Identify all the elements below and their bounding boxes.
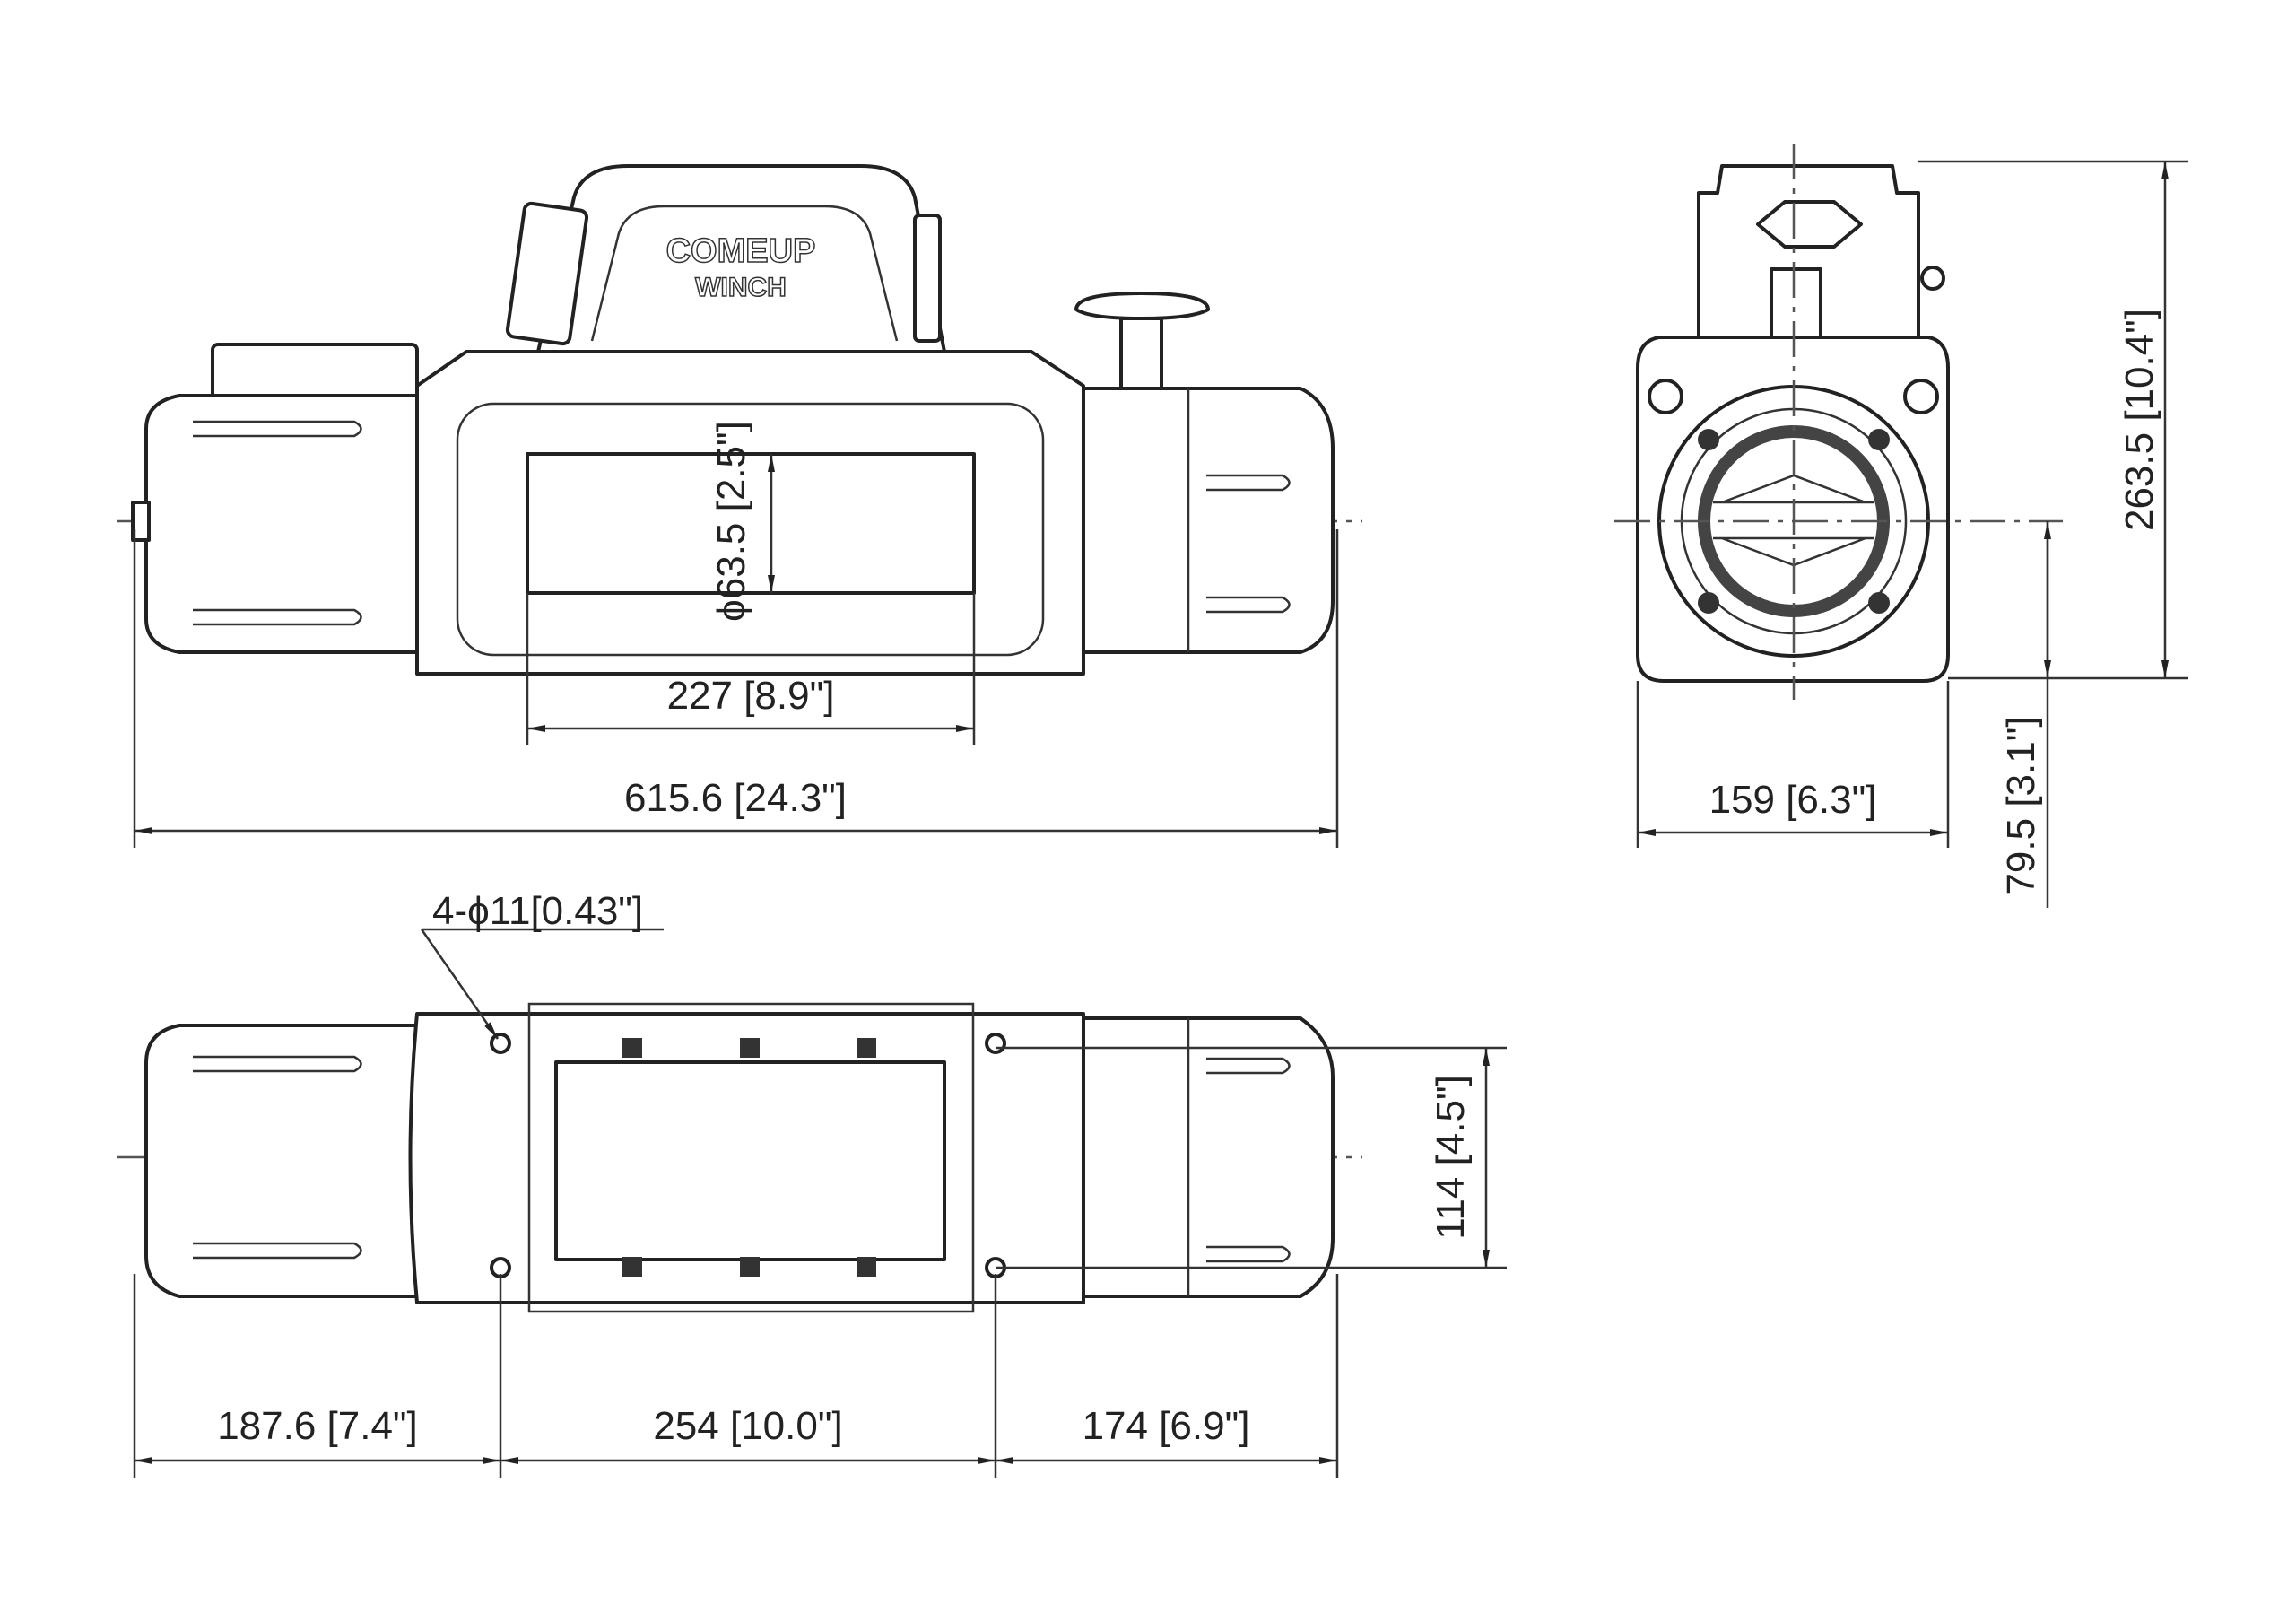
clutch-stem [1119, 317, 1163, 390]
control-plug [505, 201, 589, 346]
side-view: COMEUP WINCH ϕ63.5 [2.5"] 227 [8.9"] 615… [117, 164, 1362, 848]
motor [144, 394, 419, 654]
clutch-end [1770, 267, 1822, 343]
end-logo-badge [1756, 200, 1863, 249]
clutch-handle [1074, 292, 1210, 320]
gearbox-bottom [1082, 1016, 1335, 1298]
overall-length-label: 615.6 [24.3"] [624, 776, 847, 820]
mount-width-label: 114 [4.5"] [1429, 1075, 1473, 1240]
center-height-label: 79.5 [3.1"] [1999, 716, 2043, 894]
mount-spacing-label: 254 [10.0"] [653, 1404, 842, 1448]
motor-terminal [131, 501, 151, 542]
control-box [536, 164, 946, 353]
motor-bottom [144, 1024, 419, 1298]
logo-text: COMEUP [666, 232, 816, 270]
cable-drum [526, 452, 976, 595]
right-offset-label: 174 [6.9"] [1083, 1404, 1250, 1448]
drum-diameter-label: ϕ63.5 [2.5"] [709, 421, 753, 622]
drum-bottom [554, 1060, 946, 1261]
mount-holes-label: 4-ϕ11[0.43"] [432, 889, 643, 933]
width-label: 159 [6.3"] [1709, 778, 1877, 822]
end-view: 263.5 [10.4"] 79.5 [3.1"] 159 [6.3"] [1614, 144, 2188, 908]
control-switch [913, 214, 942, 343]
gearbox [1082, 387, 1335, 654]
drum-length-label: 227 [8.9"] [667, 674, 835, 718]
height-label: 263.5 [10.4"] [2118, 309, 2161, 531]
bottom-view: 4-ϕ11[0.43"] 114 [4.5"] 187.6 [7.4"] 254… [117, 889, 1507, 1478]
left-offset-label: 187.6 [7.4"] [217, 1404, 418, 1448]
control-box-end [1697, 164, 1920, 339]
logo-text-2: WINCH [695, 273, 787, 302]
